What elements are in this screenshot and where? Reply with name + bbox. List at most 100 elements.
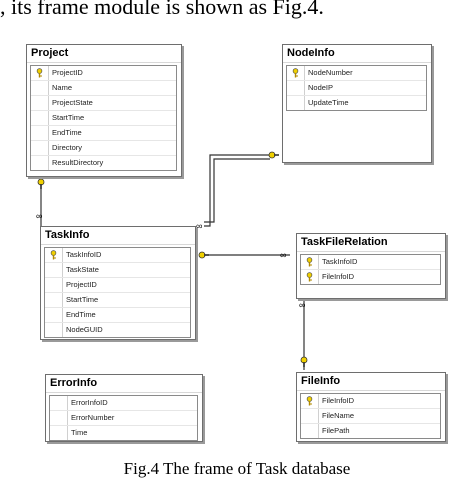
field-list: TaskInfoID FileInfoID <box>300 254 441 285</box>
svg-text:∞: ∞ <box>280 250 286 260</box>
field-name: StartTime <box>66 295 99 304</box>
field-name: TaskInfoID <box>322 257 358 266</box>
row-selector <box>45 323 63 337</box>
row-selector <box>31 66 49 80</box>
field-row[interactable]: TaskInfoID <box>301 255 440 270</box>
primary-key-icon <box>50 250 57 260</box>
field-row[interactable]: FileInfoID <box>301 270 440 284</box>
field-name: TaskInfoID <box>66 250 102 259</box>
field-name: FilePath <box>322 426 350 435</box>
field-row[interactable]: TaskInfoID <box>45 248 190 263</box>
field-name: NodeGUID <box>66 325 103 334</box>
row-selector <box>287 66 305 80</box>
field-name: ResultDirectory <box>52 158 104 167</box>
key-icon <box>37 178 45 189</box>
primary-key-icon <box>36 68 43 78</box>
figure-caption: Fig.4 The frame of Task database <box>123 459 351 478</box>
field-row[interactable]: ProjectID <box>45 278 190 293</box>
row-selector <box>301 409 319 423</box>
field-row[interactable]: Directory <box>31 141 176 156</box>
field-row[interactable]: TaskState <box>45 263 190 278</box>
table-title: TaskInfo <box>41 227 195 245</box>
field-name: FileInfoID <box>322 272 355 281</box>
field-name: NodeIP <box>308 83 334 92</box>
field-name: Directory <box>52 143 83 152</box>
top-paragraph-text: , its frame module is shown as Fig.4. <box>0 0 324 19</box>
field-name: ErrorNumber <box>71 413 115 422</box>
row-selector <box>45 248 63 262</box>
row-selector <box>287 81 305 95</box>
field-row[interactable]: EndTime <box>45 308 190 323</box>
field-name: ProjectState <box>52 98 93 107</box>
field-row[interactable]: StartTime <box>45 293 190 308</box>
table-title: Project <box>27 45 181 63</box>
field-name: Name <box>52 83 73 92</box>
field-row[interactable]: UpdateTime <box>287 96 426 110</box>
field-row[interactable]: StartTime <box>31 111 176 126</box>
primary-key-icon <box>306 272 313 282</box>
field-row[interactable]: NodeGUID <box>45 323 190 337</box>
field-name: TaskState <box>66 265 99 274</box>
field-row[interactable]: ResultDirectory <box>31 156 176 170</box>
row-selector <box>301 394 319 408</box>
row-selector <box>31 111 49 125</box>
row-selector <box>31 126 49 140</box>
primary-key-icon <box>292 68 299 78</box>
field-row[interactable]: Name <box>31 81 176 96</box>
field-row[interactable]: NodeNumber <box>287 66 426 81</box>
primary-key-icon <box>306 257 313 267</box>
field-name: FileInfoID <box>322 396 355 405</box>
row-selector <box>301 424 319 438</box>
row-selector <box>50 426 68 440</box>
field-row[interactable]: FilePath <box>301 424 440 438</box>
field-row[interactable]: Time <box>50 426 197 440</box>
field-row[interactable]: FileInfoID <box>301 394 440 409</box>
row-selector <box>31 81 49 95</box>
field-row[interactable]: ProjectID <box>31 66 176 81</box>
field-name: FileName <box>322 411 355 420</box>
field-row[interactable]: NodeIP <box>287 81 426 96</box>
key-icon <box>198 251 209 259</box>
field-row[interactable]: FileName <box>301 409 440 424</box>
taskfilerelation-table[interactable]: TaskFileRelation TaskInfoID FileInfoID <box>296 233 446 299</box>
field-name: ProjectID <box>52 68 83 77</box>
row-selector <box>45 263 63 277</box>
table-title: TaskFileRelation <box>297 234 445 252</box>
row-selector <box>50 411 68 425</box>
key-icon <box>300 356 308 367</box>
field-name: ProjectID <box>66 280 97 289</box>
row-selector <box>45 293 63 307</box>
field-name: NodeNumber <box>308 68 353 77</box>
row-selector <box>301 270 319 284</box>
row-selector <box>45 308 63 322</box>
row-selector <box>50 396 68 410</box>
row-selector <box>31 156 49 170</box>
field-name: Time <box>71 428 88 437</box>
key-icon <box>268 151 279 159</box>
svg-text:∞: ∞ <box>299 300 305 310</box>
row-selector <box>301 255 319 269</box>
table-title: NodeInfo <box>283 45 431 63</box>
svg-text:∞: ∞ <box>196 221 202 231</box>
field-row[interactable]: ErrorNumber <box>50 411 197 426</box>
field-name: EndTime <box>52 128 82 137</box>
field-name: EndTime <box>66 310 96 319</box>
field-row[interactable]: ProjectState <box>31 96 176 111</box>
row-selector <box>31 96 49 110</box>
field-row[interactable]: ErrorInfoID <box>50 396 197 411</box>
field-row[interactable]: EndTime <box>31 126 176 141</box>
field-name: StartTime <box>52 113 85 122</box>
row-selector <box>45 278 63 292</box>
field-name: UpdateTime <box>308 98 349 107</box>
